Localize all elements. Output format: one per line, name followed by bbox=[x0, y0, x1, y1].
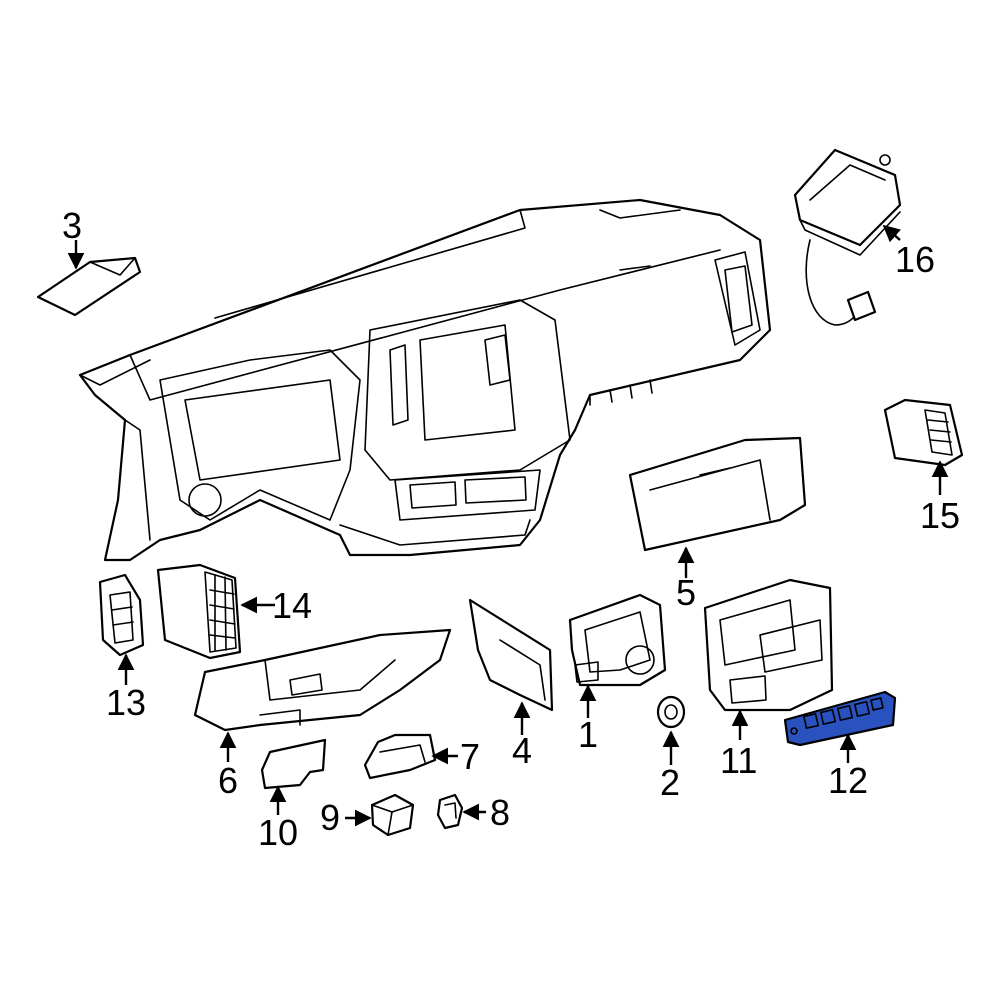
part-5-glove-box bbox=[628, 436, 807, 552]
instrument-panel bbox=[78, 198, 772, 562]
part-7-bracket bbox=[363, 733, 437, 780]
part-15-right-vent bbox=[883, 398, 964, 467]
callout-13: 13 bbox=[106, 682, 146, 723]
callout-7: 7 bbox=[460, 736, 480, 777]
callout-3: 3 bbox=[62, 205, 82, 246]
callout-10: 10 bbox=[258, 812, 298, 853]
callout-4: 4 bbox=[512, 730, 532, 771]
part-8-clip bbox=[436, 793, 464, 830]
callout-5: 5 bbox=[676, 572, 696, 613]
part-3-top-cover bbox=[36, 256, 142, 317]
callout-8: 8 bbox=[490, 792, 510, 833]
callout-12: 12 bbox=[828, 760, 868, 801]
callout-11: 11 bbox=[720, 740, 757, 781]
callout-2: 2 bbox=[660, 762, 680, 803]
part-2-knob bbox=[656, 695, 686, 729]
part-13-small-vent bbox=[98, 573, 145, 657]
part-1-cluster-bezel bbox=[568, 593, 667, 687]
part-10-pad bbox=[260, 738, 327, 790]
part-12-switch-panel bbox=[783, 690, 897, 747]
part-11-center-bezel bbox=[703, 578, 834, 712]
callout-9: 9 bbox=[320, 797, 340, 838]
callout-16: 16 bbox=[895, 239, 935, 280]
part-16-module bbox=[793, 148, 902, 326]
part-6-lower-panel bbox=[193, 628, 452, 732]
callout-14: 14 bbox=[272, 585, 312, 626]
part-14-left-vent bbox=[156, 563, 242, 660]
callout-1: 1 bbox=[578, 714, 598, 755]
part-4-side-panel bbox=[468, 598, 554, 712]
callout-15: 15 bbox=[920, 495, 960, 536]
callout-6: 6 bbox=[218, 760, 238, 801]
part-9-block bbox=[370, 793, 415, 837]
